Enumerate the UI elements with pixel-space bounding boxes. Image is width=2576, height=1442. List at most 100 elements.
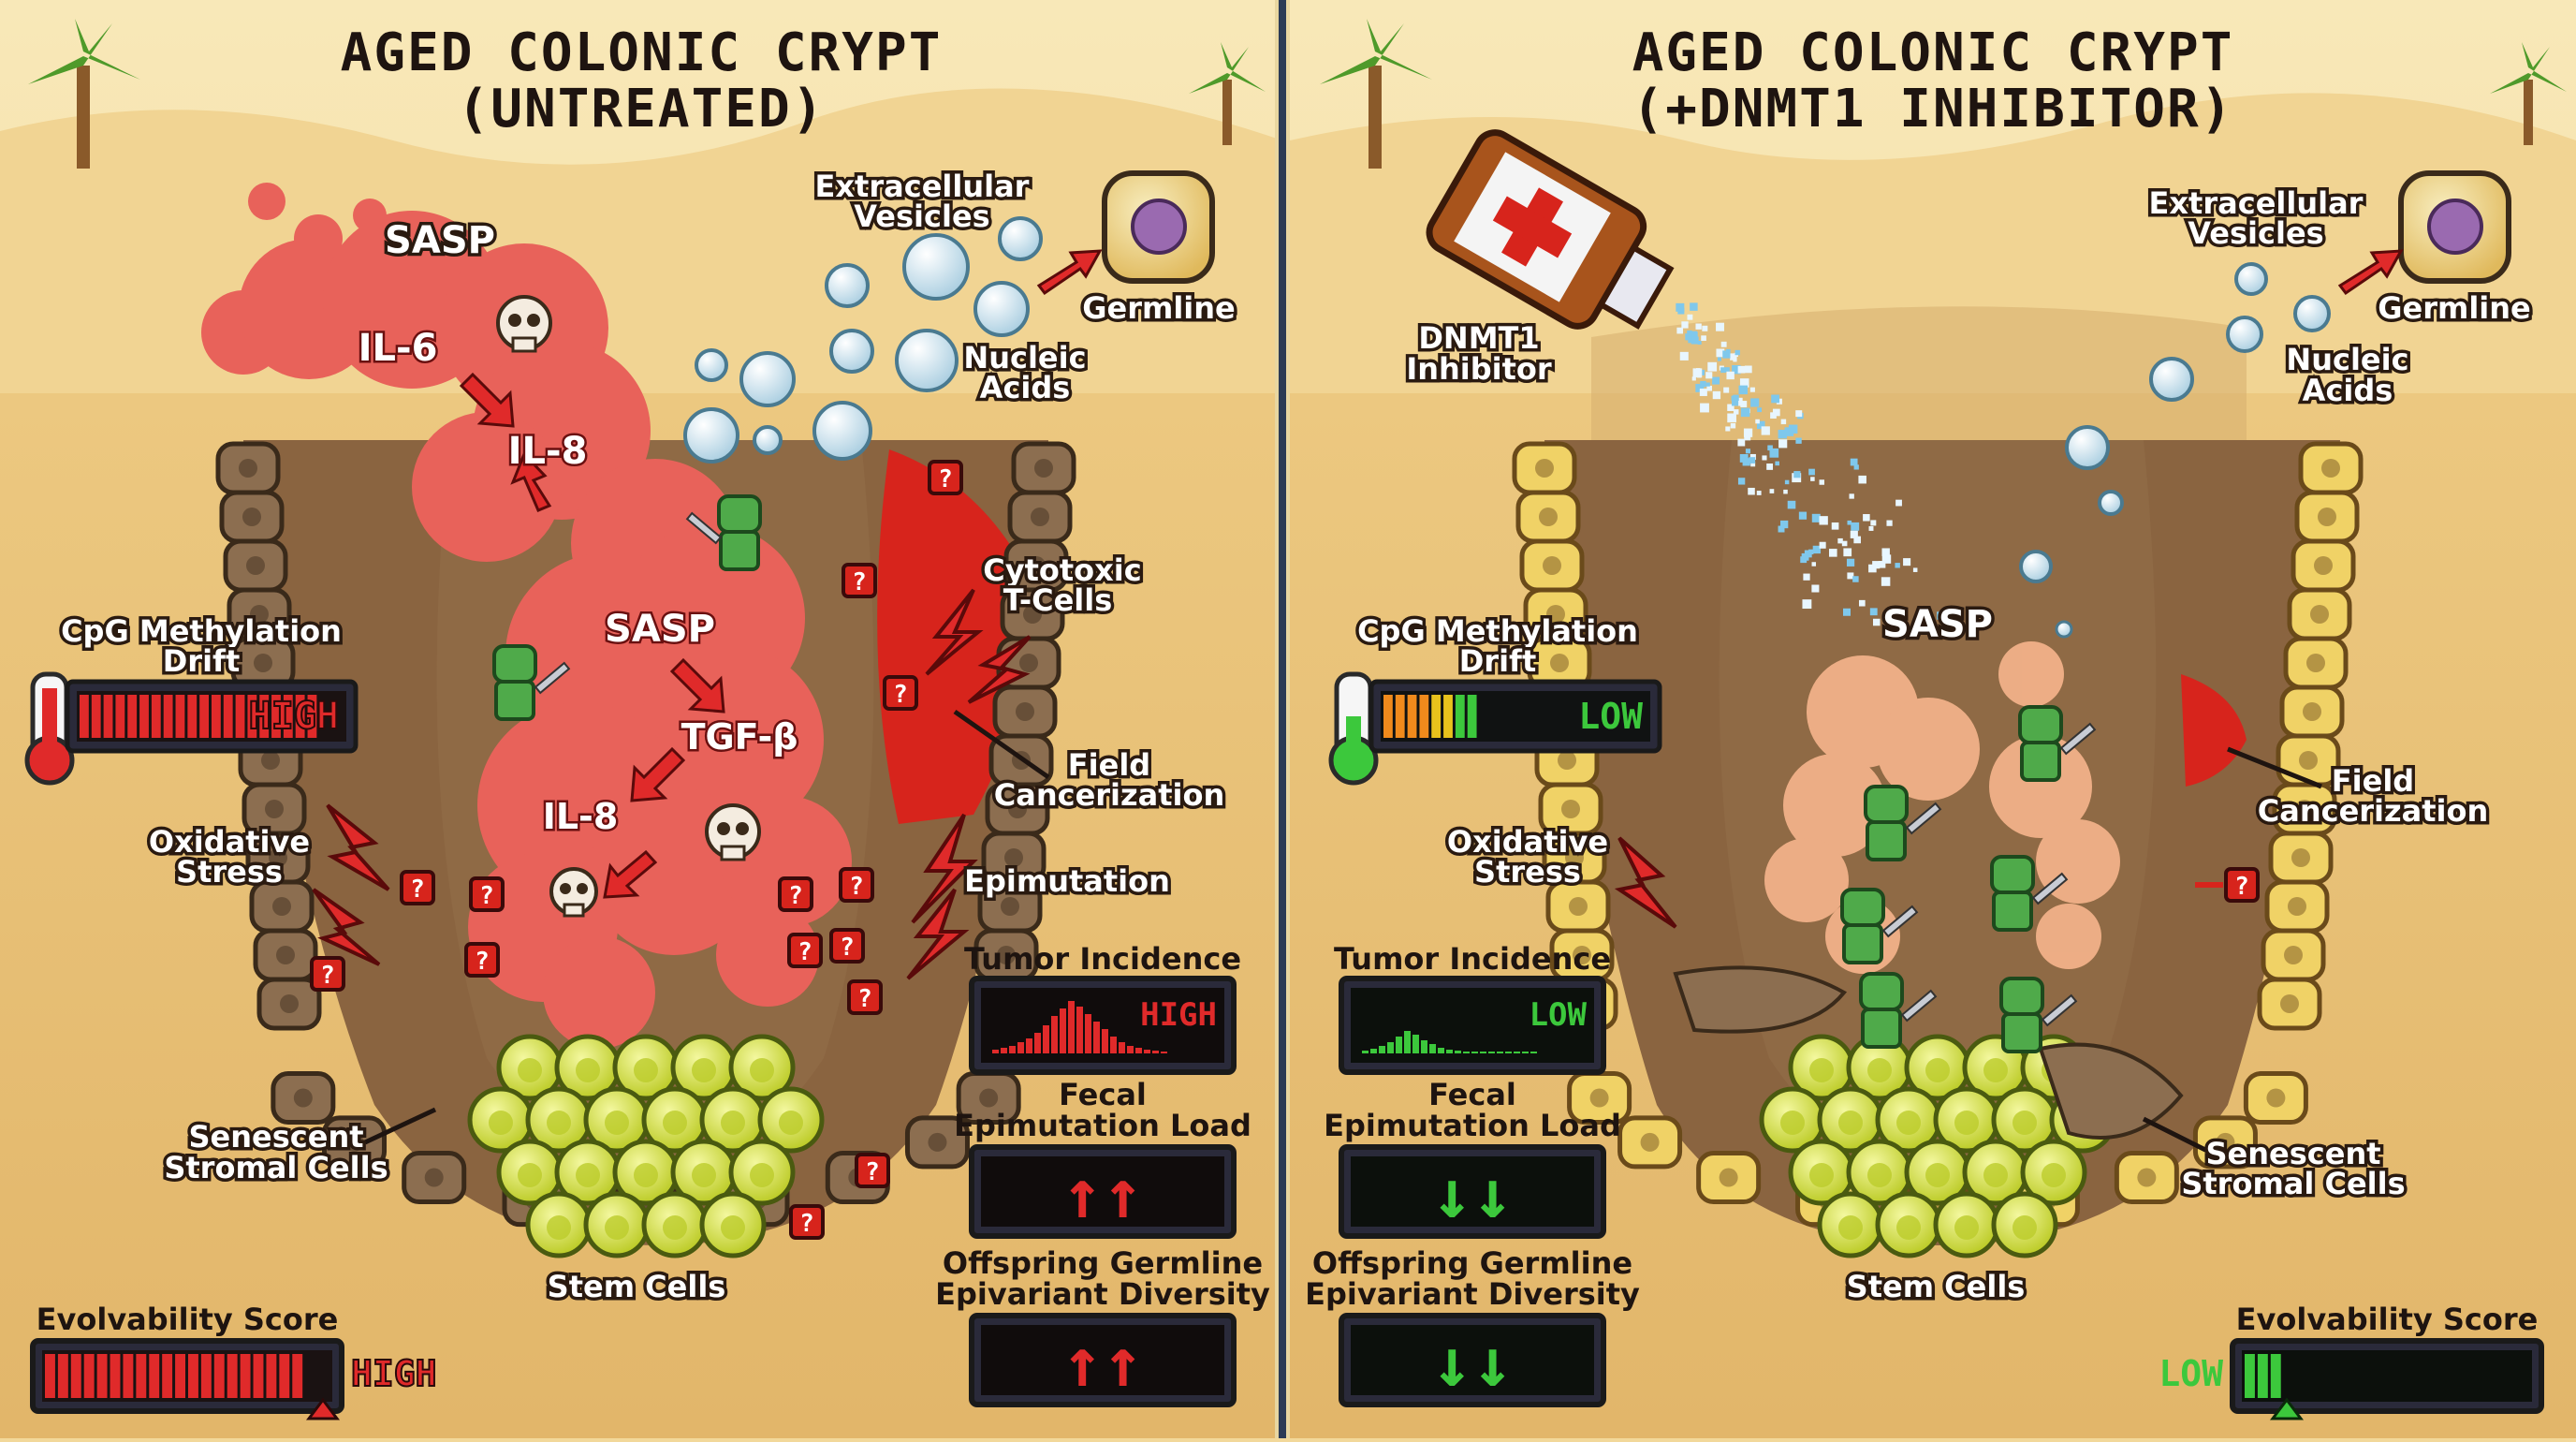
oxidative-label-line1: Oxidative [149, 824, 310, 860]
evolvability-label: Evolvability Score [37, 1302, 339, 1337]
spray-particle [1881, 577, 1891, 586]
spray-particle [1850, 458, 1858, 466]
spray-particle [1727, 413, 1736, 423]
histogram-bar [1370, 1049, 1377, 1053]
marker-glyph: ? [865, 1158, 880, 1186]
offspring-arrows: ↑↑ [1062, 1323, 1144, 1402]
gauge-segment [2257, 1354, 2268, 1398]
tumor-status-text: HIGH [1140, 996, 1217, 1034]
spray-particle [1695, 323, 1702, 330]
histogram-bar [1446, 1050, 1453, 1053]
marker-glyph: ? [849, 873, 864, 901]
healthy-cell [2287, 587, 2352, 641]
aged-cell [271, 1071, 336, 1126]
epimutation-marker-icon: ? [789, 1204, 825, 1240]
histogram-bar [1051, 1016, 1058, 1053]
inhibitor-spray-particles [1676, 302, 1945, 626]
germline-label: Germline [2378, 290, 2531, 326]
fecal-label-line2: Epimutation Load [1324, 1108, 1621, 1143]
spray-particle [1858, 599, 1866, 607]
fecal-label-line1: Fecal [1059, 1077, 1147, 1112]
stem-cell [525, 1191, 593, 1258]
marker-glyph: ? [938, 465, 953, 493]
histogram-bar [1026, 1038, 1032, 1053]
spray-particle [1706, 385, 1712, 391]
aged-cell [992, 684, 1058, 739]
fecal-arrows: ↓↓ [1432, 1155, 1514, 1233]
senescent-leader-line [363, 1107, 437, 1145]
germline-cell-icon [1102, 170, 1215, 284]
spray-particle [1725, 426, 1731, 432]
spray-particle [1912, 567, 1918, 572]
aged-cell [253, 928, 318, 982]
spray-particle [1730, 353, 1737, 360]
senescent-leader-line [2142, 1116, 2211, 1155]
spray-particle [1851, 522, 1860, 531]
stem-cell [1933, 1191, 2000, 1258]
stem-cell-cluster [467, 1034, 825, 1258]
il6-label: IL-6 [359, 327, 438, 370]
gauge-segment [235, 695, 245, 738]
histogram-bar [1429, 1044, 1436, 1053]
left-panel-untreated: ?????????????? AGED COLONIC CRYPT (UNTRE… [0, 0, 1282, 1438]
gauge-segment [57, 1354, 68, 1398]
fecal-load-display [1339, 1144, 1606, 1239]
spray-particle [1705, 382, 1710, 387]
gauge-segment [1467, 695, 1477, 738]
spray-particle [1881, 548, 1890, 556]
spray-particle [1800, 556, 1808, 564]
healthy-cell [2294, 490, 2360, 544]
senescent-stromal-patch [1673, 965, 1848, 1034]
epimutation-label: Epimutation [964, 863, 1170, 899]
healthy-cell [2264, 879, 2330, 934]
field-cancerization-small [2181, 674, 2247, 787]
ev-label-line1: Extracellular [815, 169, 1030, 204]
histogram-bar [1161, 1052, 1167, 1053]
histogram-bar [1514, 1052, 1520, 1053]
palm-tree-icon [1320, 19, 1432, 169]
aged-cell [219, 490, 285, 544]
dnmt1-label-line1: DNMT1 [1418, 320, 1539, 356]
cpg-status-text: LOW [1578, 696, 1643, 737]
field-label-line2: Cancerization [2258, 793, 2489, 829]
histogram-bar [1102, 1029, 1108, 1053]
spray-particle [1744, 434, 1751, 441]
spray-particle [1732, 365, 1741, 375]
histogram-bar [1110, 1037, 1117, 1053]
spray-particle [1767, 445, 1773, 451]
stem-cell [1788, 1139, 1855, 1206]
offspring-label-line1: Offspring Germline [1312, 1245, 1632, 1281]
spray-particle [1687, 314, 1693, 320]
spray-particle [1749, 453, 1756, 461]
spray-particle [1895, 499, 1902, 507]
spray-particle [1679, 351, 1689, 360]
spray-particle [1726, 371, 1734, 380]
tumor-incidence-label: Tumor Incidence [1334, 941, 1611, 977]
senescent-label-line1: Senescent [2205, 1136, 2380, 1171]
sasp-mid-label: SASP [605, 608, 715, 651]
spray-particle [1769, 449, 1779, 458]
cpg-label-line2: Drift [1459, 643, 1537, 679]
gauge-segment [149, 1354, 160, 1398]
spray-particle [1692, 368, 1703, 378]
il8-label-top: IL-8 [508, 430, 588, 473]
gauge-segment [247, 695, 257, 738]
fecal-label-line1: Fecal [1428, 1077, 1516, 1112]
gauge-segment [83, 1354, 95, 1398]
ev-label-line2: Vesicles [2188, 215, 2323, 251]
stem-cell [1933, 1086, 2000, 1154]
histogram-bar [1480, 1052, 1486, 1053]
histogram-bar [1017, 1042, 1024, 1053]
gauge-segment [253, 1354, 264, 1398]
spray-particle [1697, 340, 1702, 345]
spray-particle [1843, 548, 1852, 557]
gauge-segment [162, 1354, 173, 1398]
stem-cell [757, 1086, 825, 1154]
aged-cell [1007, 490, 1073, 544]
healthy-cell [2283, 636, 2349, 690]
histogram-bar [1379, 1046, 1385, 1053]
spray-particle [1850, 530, 1858, 538]
spray-particle [1737, 438, 1746, 447]
histogram-bar [1009, 1046, 1016, 1053]
aged-cell [256, 977, 322, 1031]
